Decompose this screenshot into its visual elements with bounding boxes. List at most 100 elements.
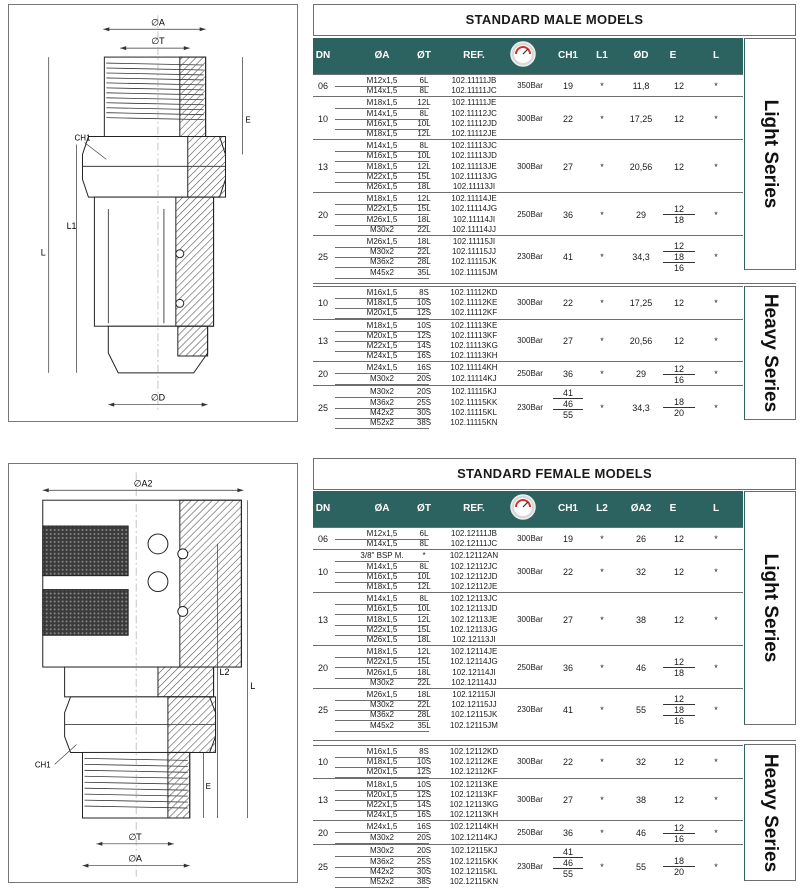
l-star-cell: * [600, 705, 604, 716]
e-value: 12 [663, 241, 695, 253]
ref-cell: 102.12113JI [452, 634, 496, 644]
thread-t-cell: 25S [416, 856, 432, 866]
thread-a-cell: M18x1,5 [335, 321, 429, 332]
ch1-cell: 27 [562, 794, 573, 805]
l-star-cell: * [600, 566, 604, 577]
ref-cell: 102.11112JD [451, 118, 497, 128]
ref-cell: 102.12112KF [450, 767, 498, 777]
dn-cell: 06 [317, 81, 328, 92]
ref-cell: 102.12115JK [450, 710, 498, 720]
female-drawing-svg: ∅A2 CH1 L2 L E ∅T ∅A [35, 472, 255, 877]
e-value: 12 [673, 566, 684, 577]
e-value: 12 [663, 694, 695, 706]
dn-cell: 20 [317, 369, 328, 380]
thread-a-cell: M12x1,5 [335, 76, 429, 87]
ch1-cell: 36 [562, 369, 573, 380]
female-table-header: DN ØA ØT REF. CH1 L2 ØA2 E L [313, 491, 743, 527]
ch1-cell: 27 [562, 614, 573, 625]
pressure-cell: 250Bar [517, 828, 543, 838]
thread-t-cell: 8L [419, 86, 429, 96]
diameter-cell: 46 [635, 662, 646, 673]
ref-cell: 102.11114JE [451, 194, 497, 204]
pressure-cell: 300Bar [517, 113, 543, 123]
dn-cell: 10 [317, 298, 328, 309]
ref-cell: 102.12114KH [449, 822, 499, 832]
e-value: 12 [673, 161, 684, 172]
thread-t-cell: 15L [417, 624, 431, 634]
col-t-female: ØT [417, 503, 431, 514]
e-values: 12 [663, 534, 695, 545]
thread-t-cell: 14S [416, 340, 432, 350]
l-star-cell: * [600, 794, 604, 805]
l-cell: * [714, 209, 718, 220]
ch1-cell: 27 [562, 335, 573, 346]
l-star-cell: * [600, 81, 604, 92]
thread-a-cell: M18x1,5 [335, 780, 429, 791]
female-models-title: STANDARD FEMALE MODELS [313, 458, 796, 490]
ch1-cell: 22 [562, 298, 573, 309]
dn-cell: 25 [317, 861, 328, 872]
thread-t-cell: 12L [417, 128, 431, 138]
pressure-cell: 230Bar [517, 861, 543, 871]
ref-cell: 102.12115KN [449, 876, 499, 886]
thread-a-cell: M18x1,5 [335, 194, 429, 206]
ref-cell: 102.11112KF [450, 308, 498, 318]
ref-cell: 102.12113JC [450, 594, 498, 604]
thread-a-cell: M20x1,5 [335, 790, 429, 801]
thread-t-cell: 6L [419, 529, 429, 538]
thread-a-cell: M26x1,5 [335, 237, 429, 248]
e-value: 18 [663, 397, 695, 409]
thread-a-cell: M22x1,5 [335, 341, 429, 352]
diameter-cell: 34,3 [632, 252, 650, 263]
col-ref-female: REF. [463, 503, 485, 514]
diameter-cell: 34,3 [632, 402, 650, 413]
ref-cell: 102.11115KK [450, 397, 498, 407]
thread-t-cell: 18L [417, 690, 431, 699]
thread-t-cell: 10L [417, 151, 431, 161]
thread-a-cell: M20x1,5 [335, 331, 429, 342]
col-l2-female: L2 [596, 503, 608, 514]
thread-t-cell: 20S [416, 373, 432, 383]
thread-t-cell: 12S [416, 767, 432, 777]
ref-cell: 102.11114KH [450, 363, 498, 373]
dim-t-label: ∅T [151, 36, 165, 46]
thread-t-cell: 10S [416, 320, 432, 330]
thread-a-cell: M24x1,5 [335, 822, 429, 834]
ref-cell: 102.12113KE [450, 779, 498, 789]
dn-cell: 25 [317, 705, 328, 716]
thread-a-cell: M14x1,5 [335, 141, 429, 153]
l-cell: * [714, 861, 718, 872]
ref-cell: 102.11115JK [451, 257, 497, 267]
e-value: 18 [673, 215, 684, 226]
l-star-cell: * [600, 161, 604, 172]
l-star-cell: * [600, 662, 604, 673]
col-l: L [712, 50, 720, 61]
e-value: 12 [663, 657, 695, 669]
ref-cell: 102.12112KD [449, 747, 499, 756]
thread-t-cell: 30S [416, 407, 432, 417]
thread-t-cell: 8L [419, 561, 429, 571]
e-value: 18 [663, 856, 695, 868]
